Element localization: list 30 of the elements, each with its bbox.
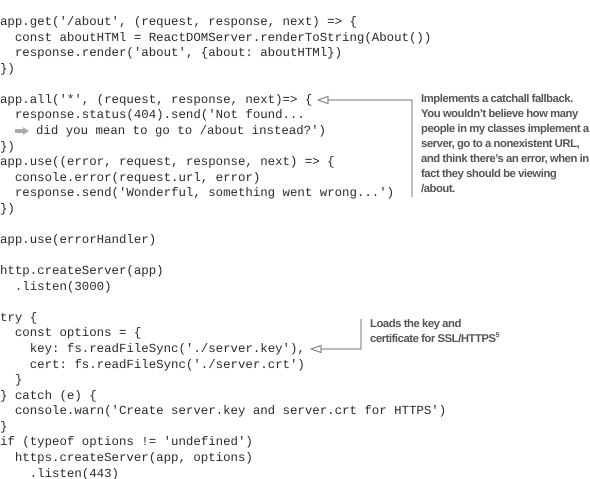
code-line: console.warn('Create server.key and server.crt for HTTPS'): [14, 403, 446, 420]
annotation-text: Implements a catchall fallback. You wouldn’t believe how many people in my classes implement a server, go to a nonexistent URL, and think there’s an error, when in fact they should be viewing /about.: [412, 92, 590, 197]
code-line: response.render('about', {about: aboutHTMl}): [14, 45, 342, 62]
code-line: }): [0, 60, 15, 77]
code-line: app.get('/about', (request, response, next) => {: [0, 14, 357, 30]
code-line: cert: fs.readFileSync('./server.crt'): [30, 356, 305, 373]
code-line: if (typeof options != 'undefined'): [0, 434, 253, 450]
code-line: console.error(request.url, error): [14, 170, 260, 186]
code-line: app.all('*', (request, response, next)=> {: [0, 92, 312, 108]
code-line: const aboutHTMl = ReactDOMServer.renderToString(About()): [14, 30, 432, 46]
leader-line: [318, 96, 412, 198]
code-line: const options = {: [14, 325, 142, 342]
code-line: }): [0, 200, 15, 217]
code-line: http.createServer(app): [0, 263, 164, 280]
annotation-text: Loads the key and certificate for SSL/HTTPS$^{5}$: [361, 317, 511, 347]
code-line: did you mean to go to /about instead?'): [36, 122, 326, 139]
code-line: response.status(404).send('Not found...: [14, 107, 305, 124]
code-line: key: fs.readFileSync('./server.key'),: [30, 340, 305, 357]
code-line: https.createServer(app, options): [14, 450, 253, 466]
code-line: app.use(errorHandler): [0, 232, 156, 248]
code-line: try {: [0, 310, 38, 326]
code-line: .listen(3000): [14, 278, 112, 295]
code-line: } catch (e) {: [0, 388, 97, 404]
code-line: }: [14, 372, 22, 388]
code-line: response.send('Wonderful, something went wrong...'): [14, 185, 394, 202]
code-line: }): [0, 138, 15, 155]
leader-line: [310, 318, 362, 353]
code-line: app.use((error, request, response, next) => {: [0, 154, 335, 170]
code-line: }: [0, 418, 8, 435]
code-line: .listen(443): [30, 466, 119, 479]
